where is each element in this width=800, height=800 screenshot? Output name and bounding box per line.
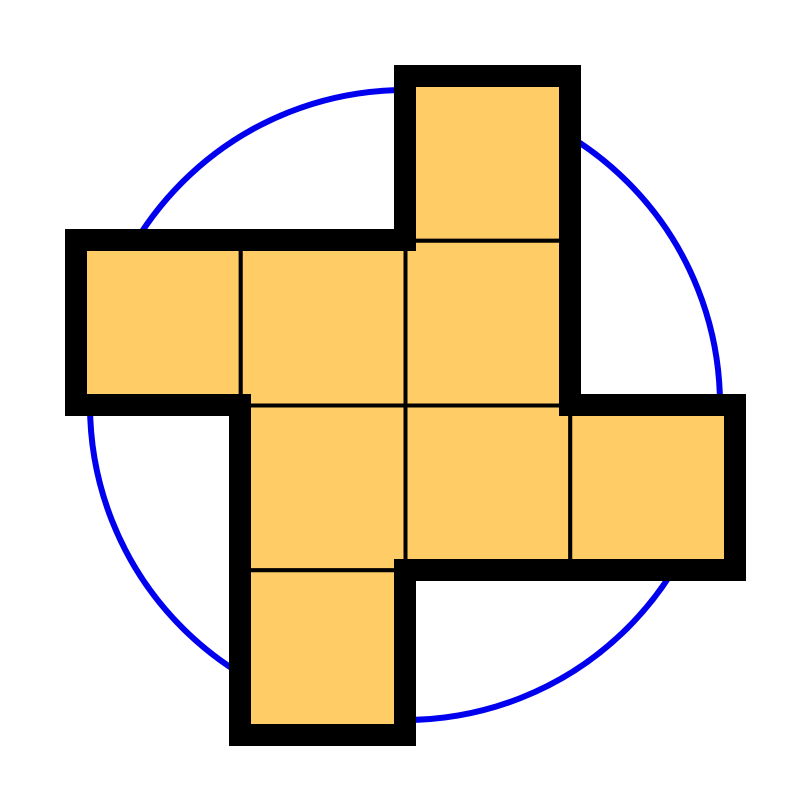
square-cell bbox=[568, 403, 737, 573]
square-cell bbox=[403, 238, 573, 408]
square-cell bbox=[403, 403, 573, 573]
square-cell bbox=[238, 403, 408, 573]
square-cell bbox=[238, 238, 408, 408]
square-cell bbox=[74, 238, 243, 408]
square-cell bbox=[238, 568, 408, 737]
square-cell bbox=[403, 74, 573, 243]
polyomino-outline bbox=[65, 65, 746, 746]
